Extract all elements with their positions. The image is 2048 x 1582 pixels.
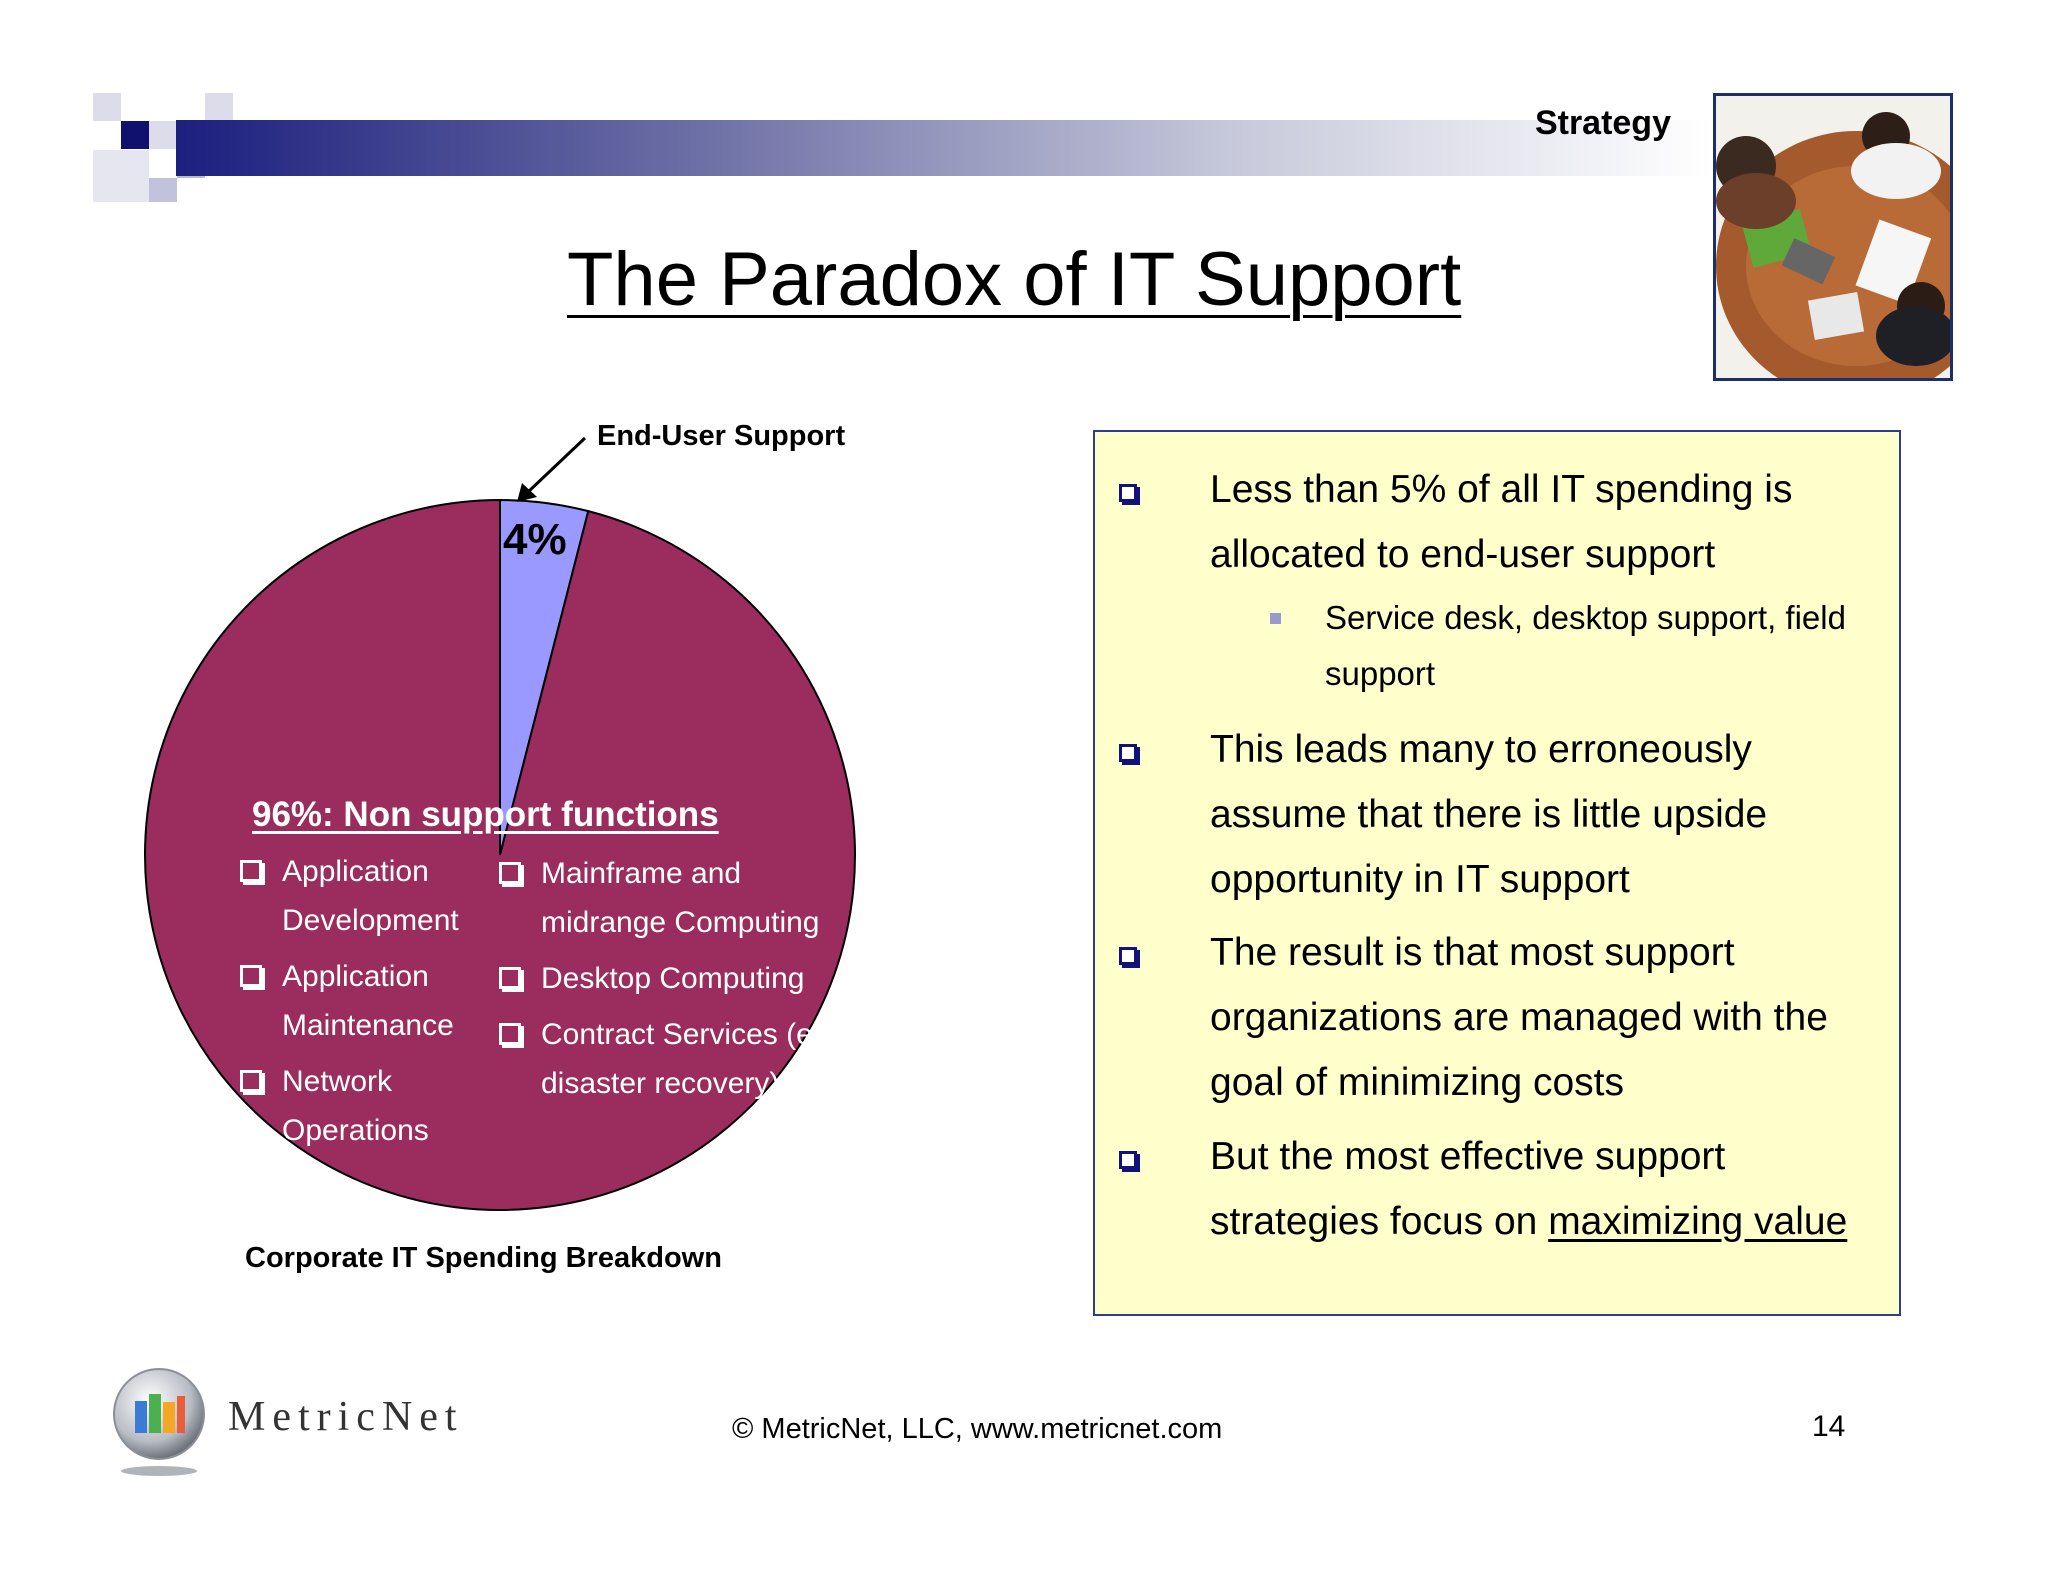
pie-main-label: 96%: Non support functions: [252, 795, 719, 834]
list-item: Mainframe and midrange Computing: [497, 849, 857, 947]
list-item: Contract Services (e.g., disaster recove…: [497, 1010, 857, 1108]
checkbox-bullet-icon: [240, 1070, 262, 1092]
chart-caption: Corporate IT Spending Breakdown: [245, 1242, 722, 1274]
page-number: 14: [1812, 1410, 1846, 1443]
pie-slice-non-support: [144, 498, 856, 1211]
checkbox-bullet-icon: [1119, 1151, 1137, 1169]
checkbox-bullet-icon: [1119, 484, 1137, 502]
page-title: The Paradox of IT Support: [567, 237, 1462, 322]
checkbox-bullet-icon: [1119, 947, 1137, 965]
list-item: Desktop Computing: [497, 954, 857, 1003]
copyright-text: © MetricNet, LLC, www.metricnet.com: [732, 1413, 1223, 1445]
pie-slice-label: 4%: [503, 515, 567, 564]
checkbox-bullet-icon: [240, 860, 262, 882]
metricnet-logo-text: MetricNet: [228, 1394, 464, 1440]
list-item: Network Operations: [238, 1057, 478, 1155]
list-item: Application Development: [238, 847, 478, 945]
list-item: Application Maintenance: [238, 952, 478, 1050]
key-points-box: Less than 5% of all IT spending is alloc…: [1093, 430, 1901, 1316]
header-decoration: [0, 0, 260, 210]
pie-callout-label: End-User Support: [597, 420, 846, 452]
checkbox-bullet-icon: [240, 965, 262, 987]
checkbox-bullet-icon: [499, 862, 521, 884]
metricnet-logo-icon: [111, 1366, 207, 1478]
section-label: Strategy: [1534, 104, 1671, 142]
non-support-list-right: Mainframe and midrange Computing Desktop…: [497, 849, 857, 1115]
checkbox-bullet-icon: [1119, 744, 1137, 762]
meeting-photo: [1713, 93, 1953, 381]
non-support-list-left: Application Development Application Main…: [238, 847, 478, 1162]
pie-chart: [144, 498, 856, 1211]
checkbox-bullet-icon: [499, 967, 521, 989]
checkbox-bullet-icon: [499, 1023, 521, 1045]
square-bullet-icon: [1270, 613, 1281, 624]
header-bar: [176, 120, 1712, 176]
